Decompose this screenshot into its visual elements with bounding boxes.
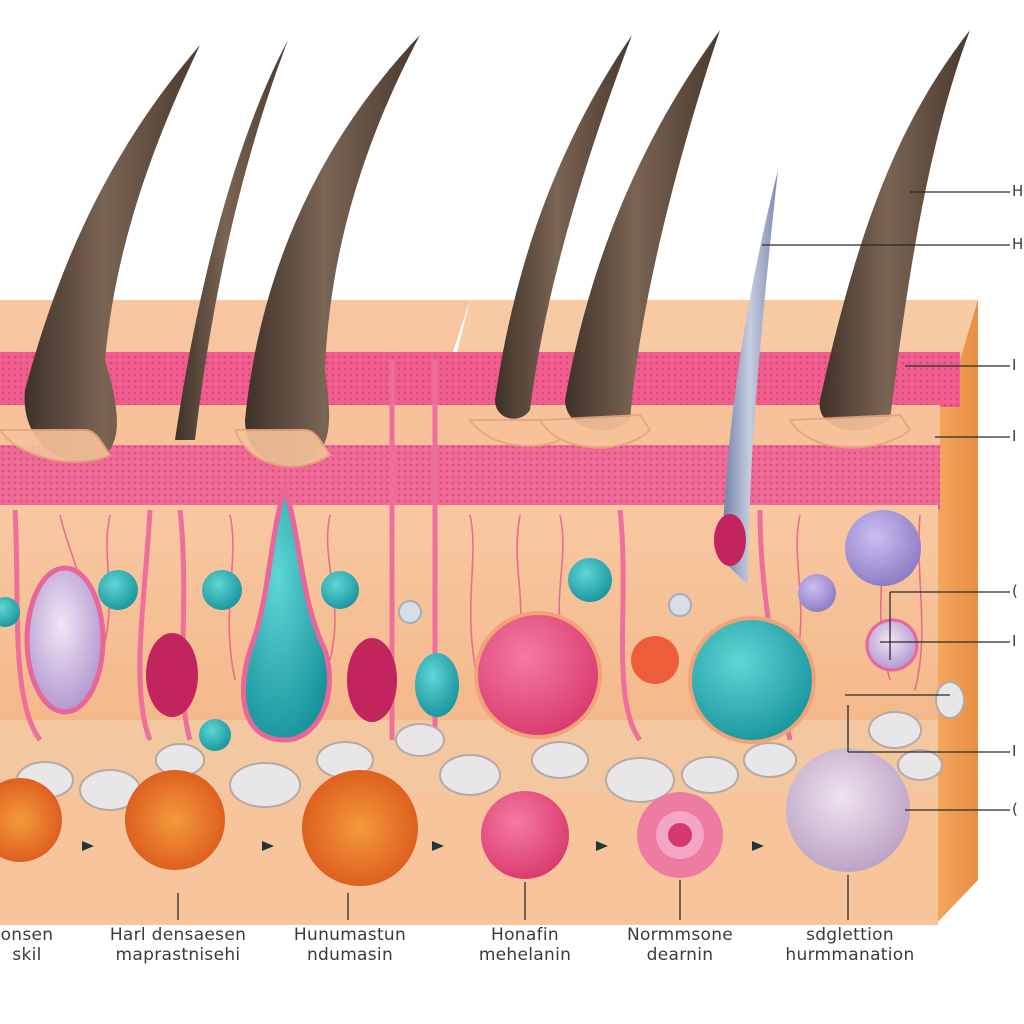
caption-5: Normmsone dearnin <box>605 925 755 965</box>
cyan-cell <box>0 597 20 627</box>
caption-6: sdglettion hurmmanation <box>775 925 925 965</box>
caption-5-line1: Normmsone <box>626 925 734 945</box>
caption-4: Honafin mehelanin <box>455 925 595 965</box>
progression-arrows <box>82 841 764 851</box>
cyan-cell <box>415 653 459 717</box>
label-hair-2: H <box>1012 235 1024 253</box>
pink-cell-bottom <box>481 791 569 879</box>
hair-shaft-5 <box>565 30 720 431</box>
hair-shaft-6 <box>819 30 970 431</box>
progression-cells <box>0 748 910 886</box>
caption-6-line1: sdglettion <box>806 925 894 945</box>
orange-cell <box>631 636 679 684</box>
magenta-cell <box>347 638 397 722</box>
cyan-cell <box>199 719 231 751</box>
cyan-cell <box>568 558 612 602</box>
purple-gland <box>24 565 106 715</box>
orange-cell-bottom-2 <box>125 770 225 870</box>
fat-cells <box>16 681 965 811</box>
caption-3-line2: ndumasin <box>306 945 394 965</box>
hair-shaft-1 <box>24 45 200 462</box>
cyan-gland <box>241 482 332 743</box>
label-subcutaneous: ( <box>1012 800 1018 818</box>
caption-5-line2: dearnin <box>646 945 714 965</box>
label-gland: ( <box>1012 582 1018 600</box>
purple-cell <box>865 618 919 672</box>
label-dermis-upper: I <box>1012 427 1017 445</box>
caption-2: Harl densaesen maprastnisehi <box>88 925 268 965</box>
caption-1: onsen skil <box>0 925 62 965</box>
skin-surface-top <box>0 300 470 355</box>
hair-shaft-thin <box>722 170 778 585</box>
cyan-cell <box>202 570 242 610</box>
hair-shafts <box>24 30 970 585</box>
follicle-sheaths <box>0 413 912 468</box>
grey-vesicle <box>668 593 692 617</box>
orange-cell-bottom-3 <box>302 770 418 886</box>
hair-shaft-4 <box>495 35 632 419</box>
magenta-cell <box>714 514 746 566</box>
label-epidermis: I <box>1012 356 1017 374</box>
cyan-cell <box>98 570 138 610</box>
caption-3: Hunumastun ndumasin <box>280 925 420 965</box>
label-fat: I <box>1012 742 1017 760</box>
magenta-cell <box>146 633 198 717</box>
grey-vesicle <box>398 600 422 624</box>
caption-2-line1: Harl densaesen <box>109 925 247 945</box>
label-cell: I <box>1012 632 1017 650</box>
cyan-cell-large <box>688 616 816 744</box>
caption-1-line1: onsen <box>0 925 54 945</box>
caption-3-line1: Hunumastun <box>293 925 407 945</box>
lavender-cell <box>798 574 836 612</box>
pink-cell-large <box>474 611 602 739</box>
dermal-cells <box>0 482 921 751</box>
block-side-face <box>935 300 978 925</box>
cyan-cell <box>321 571 359 609</box>
caption-4-line2: mehelanin <box>478 945 572 965</box>
label-hair-1: H <box>1012 182 1024 200</box>
caption-2-line2: maprastnisehi <box>115 945 241 965</box>
caption-6-line2: hurmmanation <box>785 945 915 965</box>
hair-shaft-3 <box>245 35 420 466</box>
orange-cell-bottom-1 <box>0 778 62 862</box>
caption-1-line2: skil <box>12 945 42 965</box>
lavender-cell-large <box>845 510 921 586</box>
lilac-cell-bottom <box>786 748 910 872</box>
caption-4-line1: Honafin <box>491 925 559 945</box>
hair-shaft-2 <box>175 40 288 440</box>
leader-lines <box>177 191 1010 920</box>
